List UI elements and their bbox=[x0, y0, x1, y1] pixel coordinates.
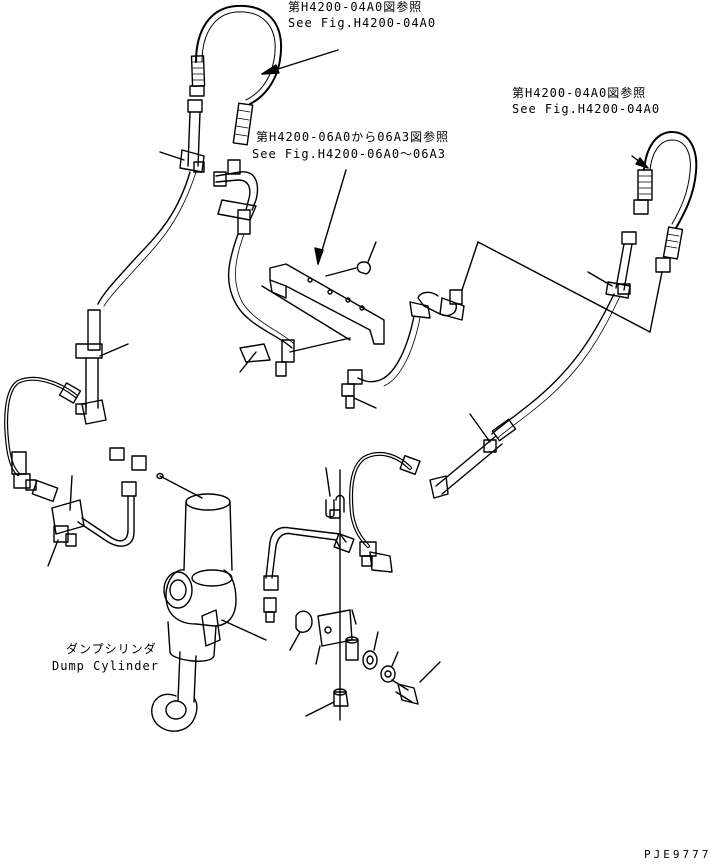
left-flex-hose bbox=[4, 376, 82, 503]
right-reference-label-en: See Fig.H4200-04A0 bbox=[512, 102, 661, 116]
drawing-code: PJE9777 bbox=[644, 848, 710, 861]
lower-steel-tube bbox=[263, 526, 355, 623]
right-top-hose-loop bbox=[631, 131, 698, 273]
dump-cylinder-label-jp: ダンプシリンダ bbox=[66, 642, 157, 656]
middle-reference-arrow bbox=[314, 169, 347, 265]
clamp-hardware bbox=[289, 609, 441, 717]
right-elbow-hose bbox=[341, 289, 465, 409]
right-reference-label-jp: 第H4200-04A0図参照 bbox=[512, 86, 647, 100]
left-elbow-fittings bbox=[47, 447, 147, 567]
middle-reference-label-jp: 第H4200-06A0から06A3図参照 bbox=[256, 130, 450, 144]
top-reference-label-en: See Fig.H4200-04A0 bbox=[288, 16, 437, 30]
dump-cylinder bbox=[151, 472, 267, 732]
dump-cylinder-label-en: Dump Cylinder bbox=[52, 659, 159, 673]
left-steel-tube bbox=[75, 99, 205, 425]
top-hose-loop bbox=[189, 4, 283, 146]
u-bolt-and-leader bbox=[325, 467, 345, 721]
mounting-bracket bbox=[261, 241, 385, 345]
right-steel-tube bbox=[429, 231, 637, 499]
right-reference-lines bbox=[461, 241, 663, 333]
middle-hose bbox=[213, 159, 351, 377]
top-reference-arrow bbox=[261, 49, 339, 75]
middle-reference-label-en: See Fig.H4200-06A0～06A3 bbox=[252, 147, 446, 161]
top-reference-label-jp: 第H4200-04A0図参照 bbox=[288, 0, 423, 14]
right-flex-hose bbox=[349, 451, 421, 573]
